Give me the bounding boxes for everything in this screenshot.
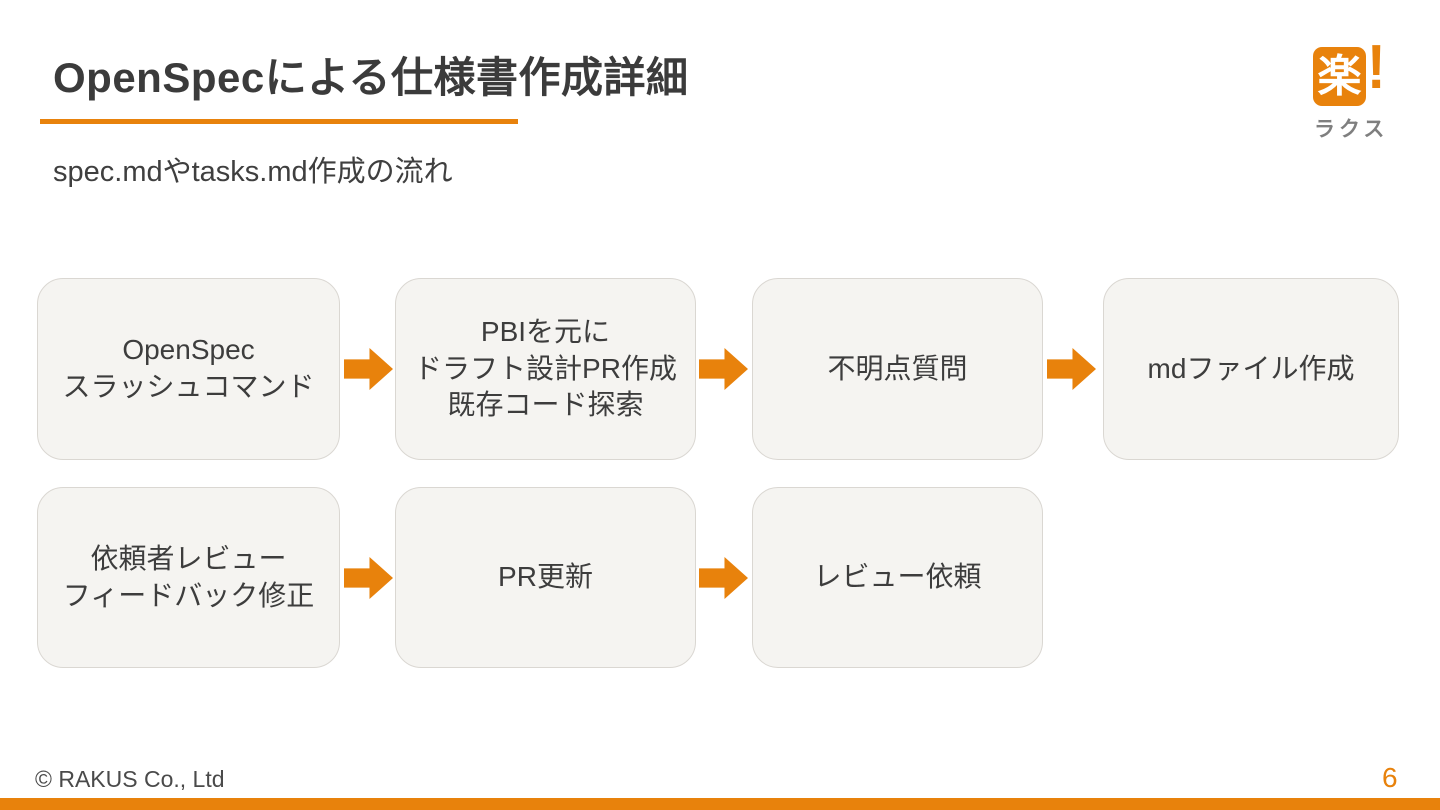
- flow-box-pr-update: PR更新: [395, 487, 696, 668]
- rakus-logo-mark-icon: 楽: [1313, 47, 1366, 106]
- flow-box-md-file-creation: mdファイル作成: [1103, 278, 1399, 460]
- arrow-right-icon: [344, 557, 393, 599]
- flow-box-line: OpenSpec: [122, 334, 255, 366]
- flow-box-line: 既存コード探索: [447, 389, 644, 421]
- page-number: 6: [1382, 762, 1398, 793]
- copyright-text: © RAKUS Co., Ltd: [35, 766, 225, 792]
- page-title: OpenSpecによる仕様書作成詳細: [53, 54, 689, 101]
- flow-box-review-request: レビュー依頼: [752, 487, 1043, 668]
- rakus-logo-kanji: 楽: [1317, 51, 1362, 101]
- bottom-accent-bar: [0, 798, 1440, 810]
- flow-box-questions: 不明点質問: [752, 278, 1043, 460]
- rakus-logo: 楽 ! ラクス: [1310, 37, 1400, 141]
- flow-box-line: フィードバック修正: [62, 579, 315, 611]
- rakus-logo-company-name: ラクス: [1314, 118, 1389, 141]
- flow-box-line: スラッシュコマンド: [62, 371, 315, 402]
- arrow-right-icon: [699, 557, 748, 599]
- flow-box-line: mdファイル作成: [1147, 352, 1355, 384]
- arrow-right-icon: [1047, 348, 1096, 390]
- flow-box-line: 不明点質問: [827, 352, 968, 384]
- flow-box-line: 依頼者レビュー: [90, 542, 287, 574]
- rakus-logo-exclamation-icon: !: [1367, 33, 1386, 102]
- flow-box-pbi-draft-pr: PBIを元に ドラフト設計PR作成 既存コード探索: [395, 278, 696, 460]
- flow-box-line: PR更新: [498, 561, 593, 593]
- flow-box-line: ドラフト設計PR作成: [414, 352, 677, 384]
- title-underline: [40, 119, 518, 124]
- flow-box-line: PBIを元に: [480, 315, 611, 347]
- arrow-right-icon: [344, 348, 393, 390]
- arrow-right-icon: [699, 348, 748, 390]
- flow-box-line: レビュー依頼: [813, 561, 982, 593]
- flow-box-openspec-command: OpenSpec スラッシュコマンド: [37, 278, 340, 460]
- flow-box-requester-review: 依頼者レビュー フィードバック修正: [37, 487, 340, 668]
- subtitle: spec.mdやtasks.md作成の流れ: [53, 156, 453, 188]
